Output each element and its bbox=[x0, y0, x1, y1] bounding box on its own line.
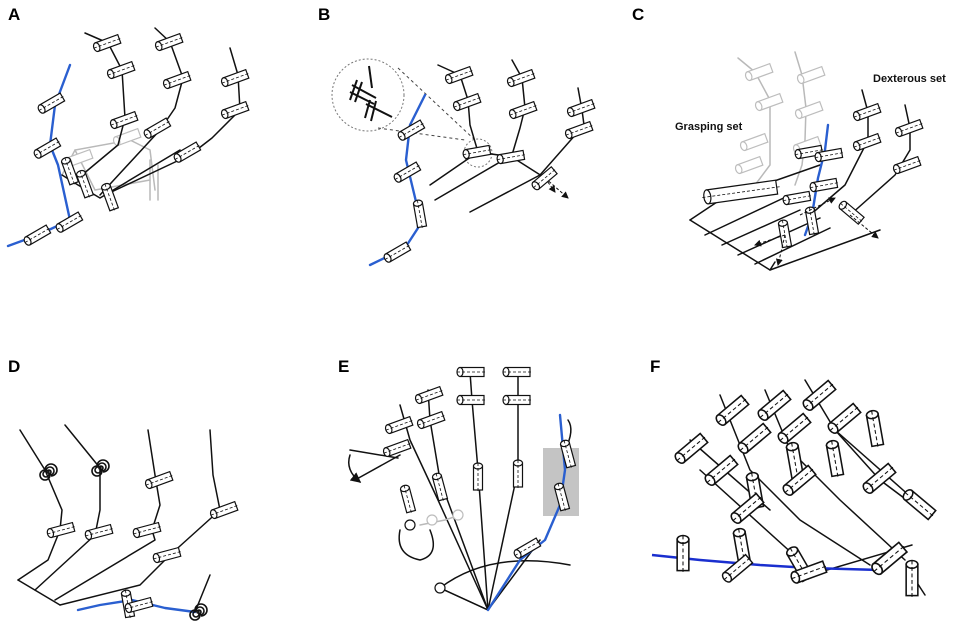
panel-c-grasping-set bbox=[733, 51, 826, 186]
panel-a-fingers bbox=[61, 27, 241, 199]
panel-e-grey-cluster bbox=[419, 509, 464, 526]
panel-a-joints bbox=[22, 32, 253, 247]
panel-f: F bbox=[650, 357, 940, 601]
panel-e-thumb-chain bbox=[486, 413, 567, 612]
panel-e: E bbox=[338, 357, 579, 612]
panel-label-f: F bbox=[650, 357, 660, 376]
panel-d: D bbox=[8, 357, 242, 622]
panel-label-a: A bbox=[8, 5, 20, 24]
panel-d-fingers bbox=[17, 424, 221, 606]
panel-e-joints bbox=[381, 366, 577, 594]
magnifier-icon bbox=[331, 58, 493, 168]
rotation-arrow-icon bbox=[348, 449, 401, 483]
panel-d-joints bbox=[45, 470, 242, 622]
grasping-set-label: Grasping set bbox=[675, 121, 743, 133]
dexterous-set-label: Dexterous set bbox=[873, 73, 946, 85]
panel-f-joints bbox=[672, 377, 940, 601]
panel-label-d: D bbox=[8, 357, 20, 376]
panel-a: A bbox=[6, 5, 253, 248]
panel-label-e: E bbox=[338, 357, 349, 376]
panel-c-joints bbox=[702, 102, 927, 266]
panel-label-c: C bbox=[632, 5, 644, 24]
panel-b: B bbox=[318, 5, 599, 267]
panel-label-b: B bbox=[318, 5, 330, 24]
panel-c: C Dexterous set Grasping set bbox=[632, 5, 946, 271]
